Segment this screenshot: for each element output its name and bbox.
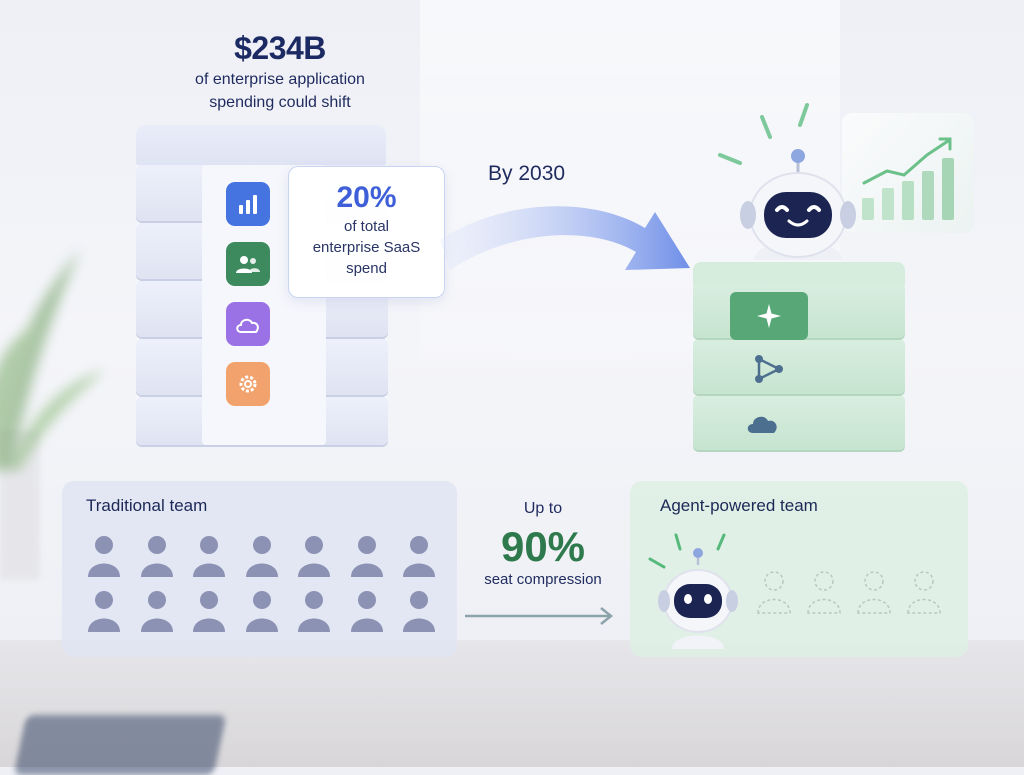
callout-line1: of total [343,218,390,235]
stack-top [136,125,386,165]
cloud-icon [743,408,783,438]
team-member-icon [296,533,332,579]
network-icon [748,354,788,384]
team-member-icon [349,588,385,634]
bar-chart-icon [226,182,270,226]
users-icon [226,242,270,286]
team-member-icon [296,588,332,634]
growth-chart-icon [862,137,954,220]
ai-agent-robot [718,103,856,260]
team-member-icon [139,533,175,579]
compression-label: seat compression [484,571,602,588]
team-member-icon [139,588,175,634]
compression-value: 90% [500,523,586,570]
team-member-icon [401,588,437,634]
team-member-icon [401,533,437,579]
agent-stack-layer [693,394,905,450]
team-member-icon [349,533,385,579]
background-tablet [13,715,227,775]
callout-line2: enterprise SaaS [312,239,421,256]
agent-team-panel: Agent-powered team [630,481,968,657]
headline-amount: $234B [234,30,326,66]
background-pot [0,430,40,580]
traditional-team-panel: Traditional team [62,481,457,657]
cloud-icon [226,302,270,346]
empty-seat-icon [856,569,892,615]
timeline-label: By 2030 [488,162,566,185]
team-member-icon [191,588,227,634]
seat-compression-metric: Up to 90% seat compression [468,500,618,588]
team-member-icon [191,533,227,579]
gear-icon [226,362,270,406]
agent-stack-layer [693,338,905,394]
compression-prefix: Up to [523,500,563,517]
shift-arrow [440,206,690,270]
team-member-icon [86,533,122,579]
team-member-icon [86,588,122,634]
empty-seat-icon [756,569,792,615]
compression-arrow [465,607,614,625]
empty-seat-icon [806,569,842,615]
headline-subtitle-line1: of enterprise application [195,71,365,88]
growth-chart-card [842,113,974,233]
traditional-team-title: Traditional team [86,496,208,515]
agent-team-title: Agent-powered team [660,496,818,515]
callout-percent: 20% [336,181,397,214]
headline-subtitle-line2: spending could shift [209,94,351,111]
agent-robot-icon [648,533,738,649]
empty-seat-icon [906,569,942,615]
headline: $234B of enterprise application spending… [160,30,400,113]
callout-line3: spend [346,260,387,277]
agent-stack-top [693,262,905,286]
saas-spend-callout: 20% of total enterprise SaaS spend [288,166,445,298]
team-member-icon [244,588,280,634]
legacy-saas-stack [136,125,390,455]
team-member-icon [244,533,280,579]
sparkle-icon [730,292,808,340]
agent-stack [693,262,905,462]
background-plant [0,250,105,470]
